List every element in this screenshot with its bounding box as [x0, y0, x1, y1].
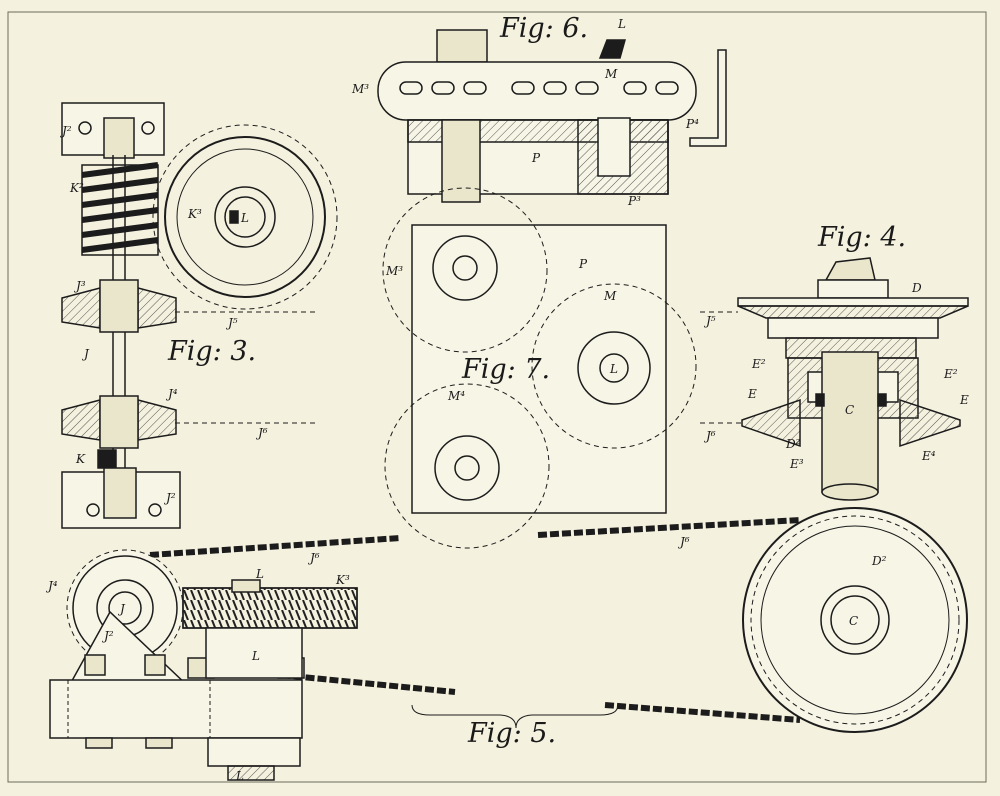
fig5-labels: J⁶ J⁶ L K³ J⁴ J J² L L D² C [45, 535, 887, 783]
label-e-left: E [747, 387, 757, 401]
label-e3: E³ [789, 457, 804, 471]
fig5-title: Fig: 5. [467, 718, 556, 749]
label-j2-fig5: J² [101, 629, 114, 643]
large-sprocket-d2 [742, 507, 968, 733]
label-l: L [240, 211, 249, 225]
label-m3-fig7: M³ [385, 264, 403, 278]
label-m-fig7: M [603, 289, 617, 303]
figure-6-sprocket-carrier [377, 29, 727, 203]
label-j6-upper-left: J⁶ [307, 551, 320, 565]
fig7-labels: M³ P M L M⁴ [385, 257, 618, 403]
label-j-fig5: J [117, 602, 126, 616]
label-d: D [911, 281, 922, 295]
label-m-fig6: M [604, 67, 618, 81]
label-j5: J⁵ [225, 316, 238, 330]
label-j: J [81, 347, 90, 361]
label-p3: P³ [627, 194, 641, 208]
figure-4-pulley-section [700, 257, 969, 501]
label-m3-fig6: M³ [351, 82, 369, 96]
label-c-fig5: C [849, 614, 858, 628]
label-e2-left: E² [751, 357, 766, 371]
fig3-labels: J² K² K³ L J³ J⁵ J J⁴ J⁶ K J² [59, 124, 268, 505]
label-k3: K³ [187, 207, 202, 221]
figure-7-plate-layout [382, 187, 697, 549]
figure-5-side-elevation [49, 507, 968, 781]
label-p-fig6: P [531, 151, 541, 165]
label-j4: J⁴ [165, 387, 178, 401]
label-j3: J³ [73, 279, 86, 293]
figure-3-worm-drive [61, 102, 338, 529]
fig4-labels: D J⁵ E² E² E E C J⁶ D² E³ E⁴ [703, 281, 969, 471]
fig3-title: Fig: 3. [167, 336, 256, 367]
fig7-title: Fig: 7. [461, 354, 550, 385]
label-p4: P⁴ [685, 117, 699, 131]
worm-thread-k2 [81, 162, 159, 256]
label-l-bottom: L [235, 769, 244, 783]
label-l-fig7: L [609, 362, 618, 376]
label-e4: E⁴ [921, 449, 936, 463]
label-j2-top: J² [59, 124, 72, 138]
label-e2-right: E² [943, 367, 958, 381]
label-j5-fig4: J⁵ [703, 314, 716, 328]
label-k: K [75, 452, 86, 466]
label-m4-fig7: M⁴ [447, 389, 465, 403]
label-l-fig5: L [255, 567, 264, 581]
label-j4-fig5: J⁴ [45, 579, 58, 593]
drive-chain-upper [149, 517, 801, 558]
label-d2-fig5: D² [871, 554, 887, 568]
fig4-title: Fig: 4. [817, 222, 906, 253]
label-j6-fig4: J⁶ [703, 429, 716, 443]
label-p-fig7: P [578, 257, 588, 271]
label-e-right: E [959, 393, 969, 407]
label-j6-upper-right: J⁶ [677, 535, 690, 549]
label-l-fig6: L [617, 17, 626, 31]
label-l2-fig5: L [251, 649, 260, 663]
label-d2-fig4: D² [785, 437, 801, 451]
label-k3-fig5: K³ [335, 573, 350, 587]
label-j2-bottom: J² [163, 491, 176, 505]
label-j6: J⁶ [255, 426, 268, 440]
fig6-title: Fig: 6. [499, 13, 588, 44]
label-c-fig4: C [845, 403, 854, 417]
fig6-labels: L M³ M P⁴ P P³ [351, 17, 699, 208]
label-k2: K² [69, 181, 84, 195]
chain-links [399, 81, 679, 95]
gear-k3 [152, 124, 338, 310]
